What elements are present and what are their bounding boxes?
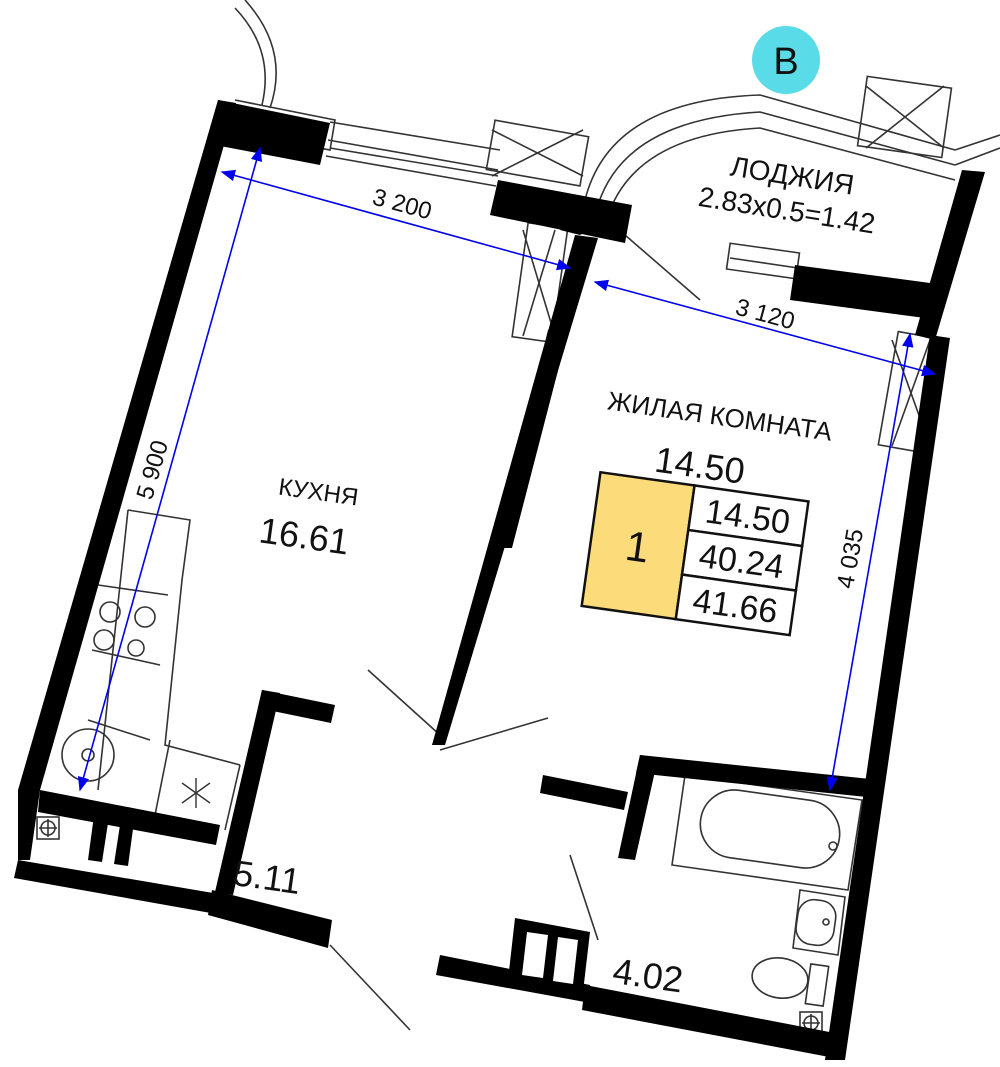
sink-icon: [61, 728, 115, 782]
dimension-line-kitchen-length: [77, 146, 263, 792]
toilet-icon: [751, 957, 830, 1007]
bathroom-area: 4.02: [610, 950, 685, 1000]
kitchen-name: КУХНЯ: [277, 474, 360, 512]
dimension-line-living-length: [826, 332, 914, 792]
washbasin-icon: [792, 889, 846, 956]
dimension-line-kitchen-width: [220, 169, 572, 271]
area-summary: 1 14.50 40.24 41.66: [580, 470, 810, 637]
kitchen-counter: [87, 509, 241, 831]
kitchen-area: 16.61: [257, 509, 352, 562]
section-badge-text: В: [773, 41, 798, 83]
socket-icon: [36, 816, 60, 840]
section-badge-circle: [752, 26, 820, 94]
dimension-lines: [77, 146, 937, 792]
section-badge: В: [752, 26, 820, 94]
hall-area: 5.11: [231, 852, 303, 902]
dimension-kitchen-width: 3 200: [370, 184, 435, 226]
boiler-icon: [181, 778, 211, 808]
living-room-name: ЖИЛАЯ КОМНАТА: [606, 386, 835, 447]
dimension-living-length: 4 035: [832, 527, 869, 591]
bathtub-icon: [671, 774, 863, 891]
dimension-living-width: 3 120: [733, 294, 798, 336]
dimension-kitchen-length: 5 900: [132, 437, 175, 502]
